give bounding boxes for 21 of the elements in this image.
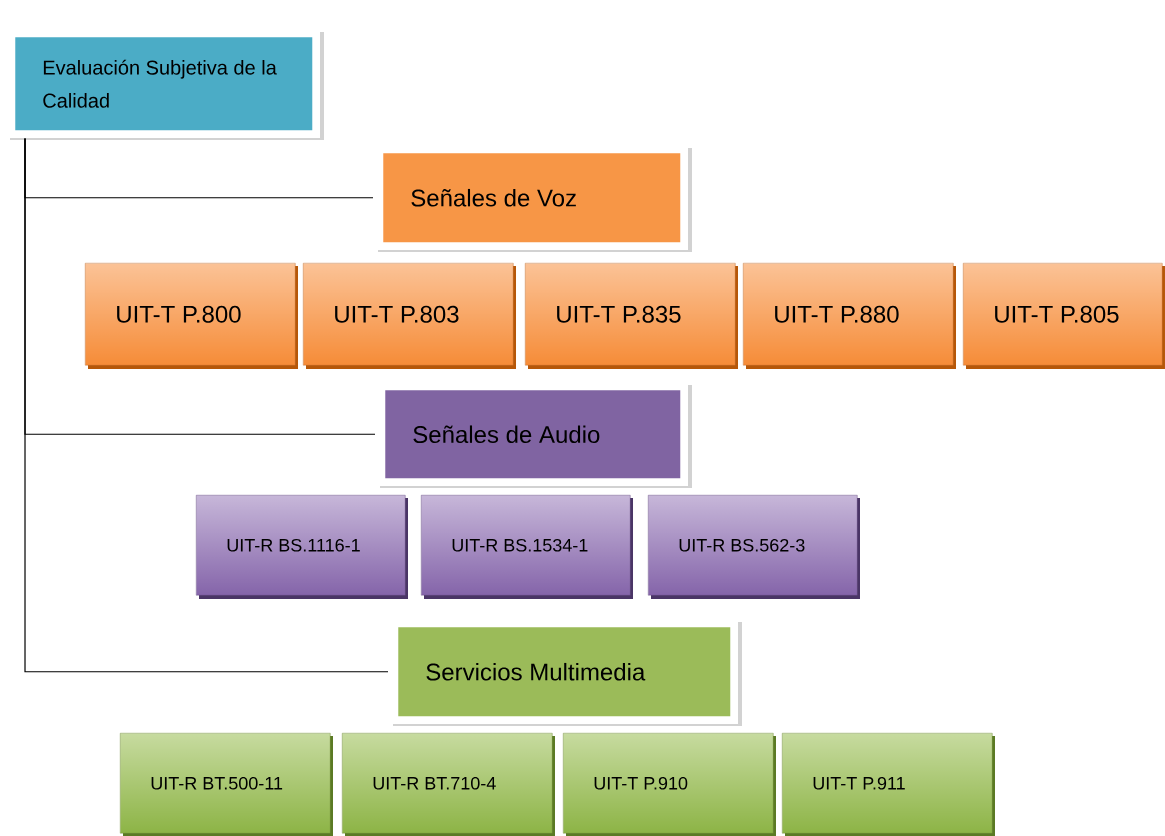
standard-box: UIT-T P.910 xyxy=(563,733,776,836)
node-label: Señales de Audio xyxy=(413,425,600,444)
standard-box: UIT-R BS.1116-1 xyxy=(196,495,408,599)
standard-box: UIT-R BS.562-3 xyxy=(648,495,860,599)
standard-box: UIT-R BS.1534-1 xyxy=(421,495,633,599)
node-label: Señales de Voz xyxy=(411,188,576,207)
connector-line xyxy=(24,137,389,673)
standard-box: UIT-T P.803 xyxy=(303,263,516,369)
standard-box: UIT-R BT.710-4 xyxy=(342,733,555,836)
category-box: Servicios Multimedia xyxy=(390,619,742,726)
standard-box: UIT-T P.800 xyxy=(85,263,298,369)
standard-box: UIT-T P.805 xyxy=(963,263,1165,369)
standard-box: UIT-R BT.500-11 xyxy=(120,733,333,836)
node-label: Evaluación Subjetiva de la Calidad xyxy=(43,59,277,108)
category-box: Señales de Voz xyxy=(375,145,692,252)
category-box: Señales de Audio xyxy=(377,382,692,488)
standard-box: UIT-T P.880 xyxy=(743,263,956,369)
standard-box: UIT-T P.835 xyxy=(525,263,738,369)
standard-box: UIT-T P.911 xyxy=(782,733,995,836)
node-label: Servicios Multimedia xyxy=(426,662,646,681)
title-box: Evaluación Subjetiva de la Calidad xyxy=(7,29,324,140)
